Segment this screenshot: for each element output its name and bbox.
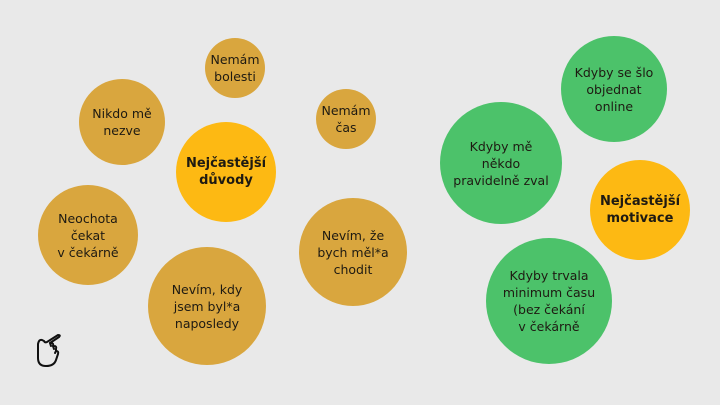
motivation-minimal-time: Kdyby trvala minimum času (bez čekání v … — [486, 238, 612, 364]
hand-pointer-icon — [37, 334, 61, 367]
motivations-hub: Nejčastější motivace — [590, 160, 690, 260]
reason-dont-know-when: Nevím, kdy jsem byl*a naposledy — [148, 247, 266, 365]
reasons-hub: Nejčastější důvody — [176, 122, 276, 222]
motivation-online-booking: Kdyby se šlo objednat online — [561, 36, 667, 142]
reason-unwilling-wait: Neochota čekat v čekárně — [38, 185, 138, 285]
reason-no-time: Nemám čas — [316, 89, 376, 149]
reason-nobody-invites: Nikdo mě nezve — [79, 79, 165, 165]
motivation-regular-invite: Kdyby mě někdo pravidelně zval — [440, 102, 562, 224]
reason-dont-know-should: Nevím, že bych měl*a chodit — [299, 198, 407, 306]
reason-no-pain: Nemám bolesti — [205, 38, 265, 98]
